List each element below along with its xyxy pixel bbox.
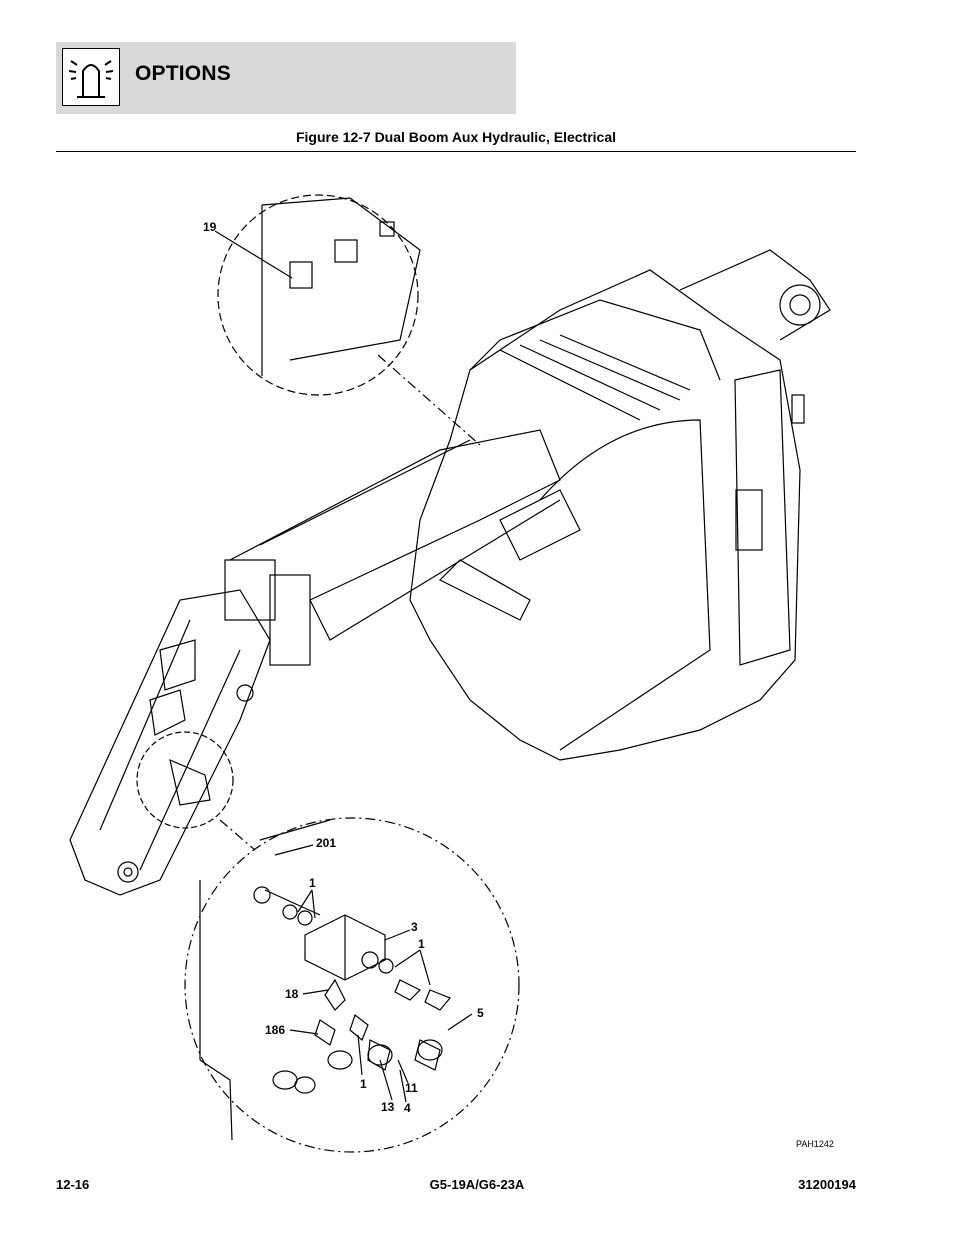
- callout-18: 18: [285, 987, 299, 1001]
- figure-caption: Figure 12-7 Dual Boom Aux Hydraulic, Ele…: [295, 129, 617, 145]
- page-number: 12-16: [56, 1177, 90, 1192]
- section-title: OPTIONS: [135, 62, 231, 85]
- callout-4: 4: [404, 1101, 411, 1115]
- model-label: G5-19A/G6-23A: [429, 1177, 525, 1192]
- detail-circle-small: [136, 731, 234, 829]
- manual-number: 31200194: [798, 1177, 856, 1192]
- callout-11: 11: [405, 1081, 418, 1095]
- callout-3: 3: [411, 920, 418, 934]
- beacon-light-icon: [62, 48, 120, 106]
- callout-186: 186: [265, 1023, 286, 1037]
- callout-5: 5: [477, 1006, 484, 1020]
- header-band: [56, 42, 516, 114]
- detail-circle-bottom: [184, 817, 520, 1153]
- drawing-code: PAH1242: [796, 1139, 834, 1149]
- callout-1-lower: 1: [360, 1077, 367, 1091]
- detail-circle-top: [217, 194, 419, 396]
- callout-19: 19: [203, 220, 217, 234]
- callout-13: 13: [381, 1100, 395, 1114]
- header-divider: [56, 151, 856, 152]
- callout-201: 201: [316, 836, 337, 850]
- callout-1-right: 1: [418, 937, 425, 951]
- callout-1-upper: 1: [309, 876, 316, 890]
